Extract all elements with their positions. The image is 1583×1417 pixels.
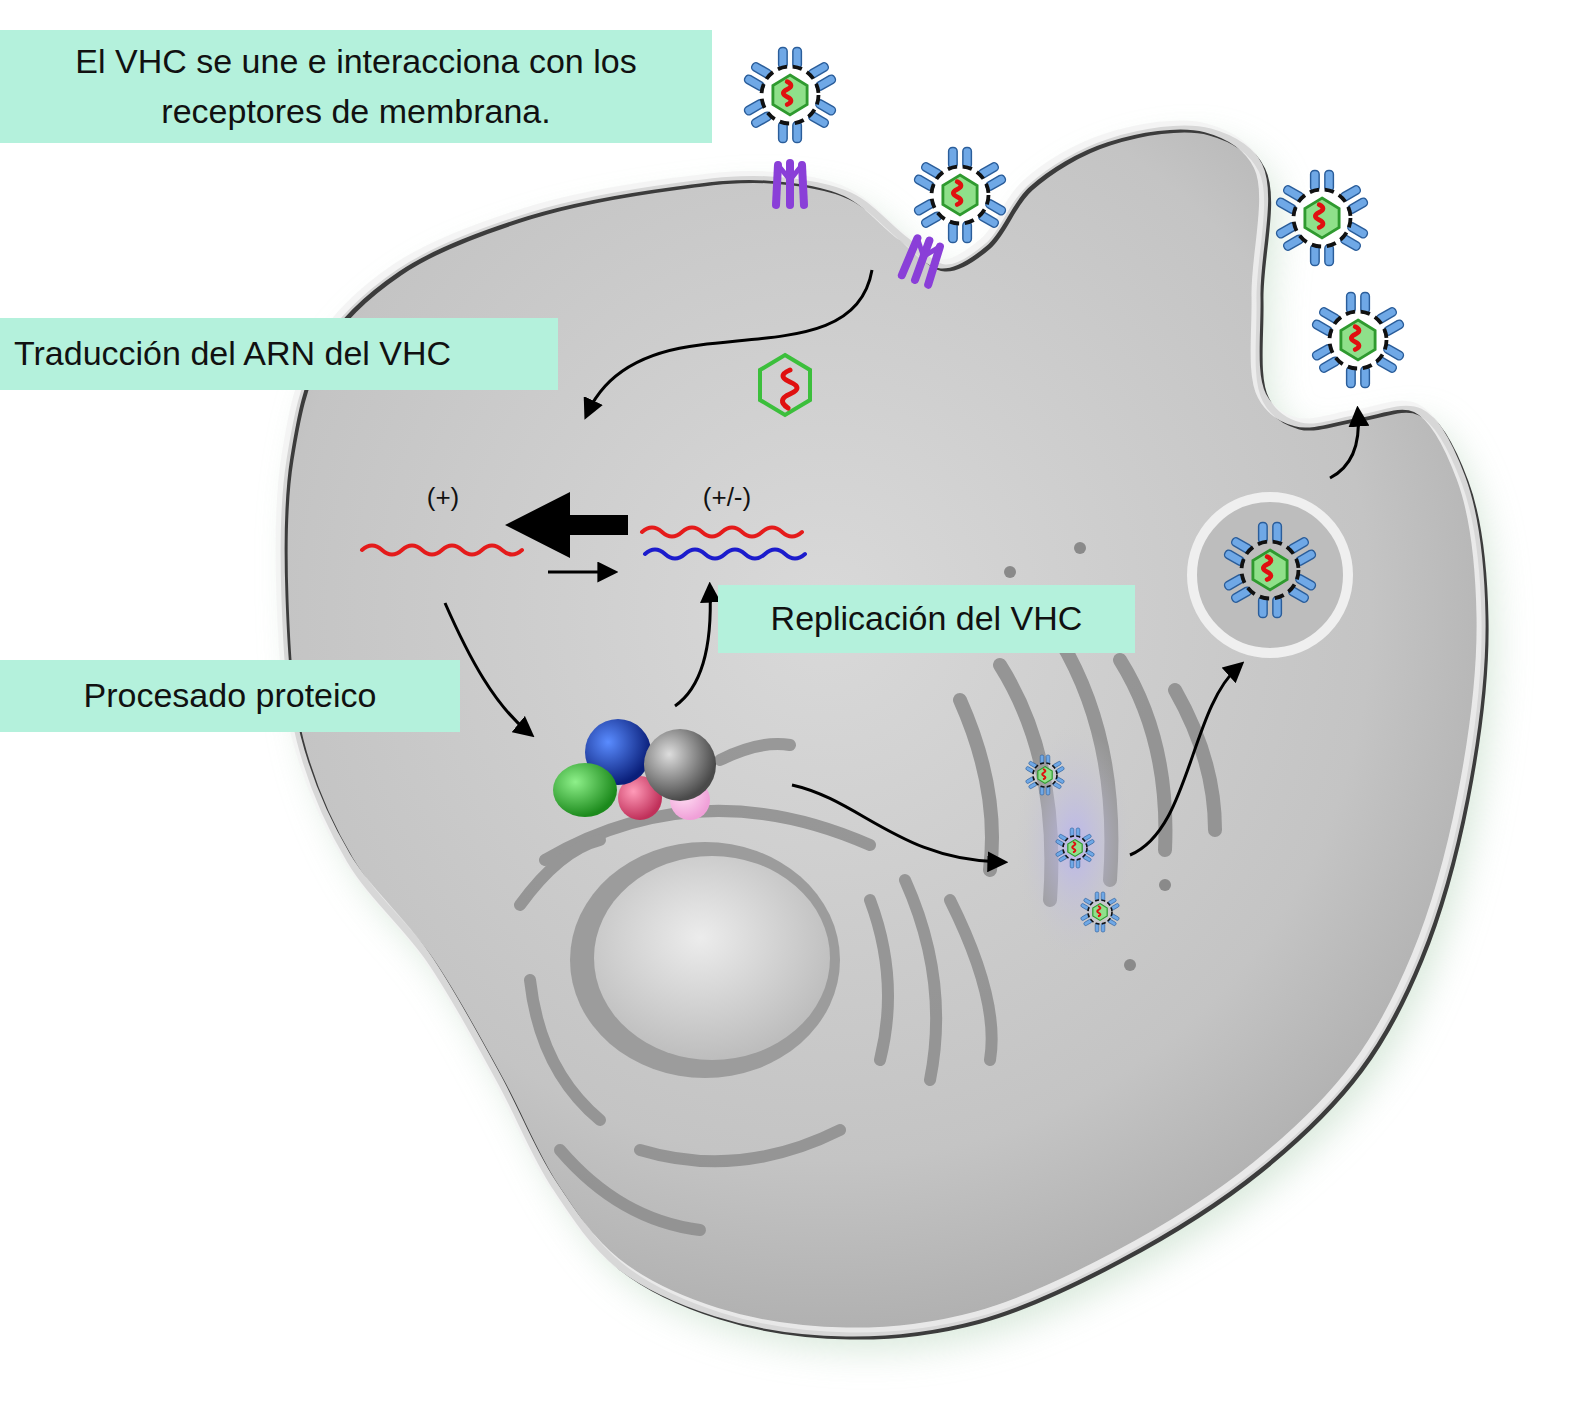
vesicle-dot — [1159, 879, 1171, 891]
hcv-virion — [913, 148, 1007, 243]
plus-strand — [642, 528, 802, 537]
membrane-receptor — [776, 163, 804, 205]
er-cisterna — [870, 900, 888, 1060]
flow-arrow — [675, 590, 710, 706]
viral-rna — [782, 370, 797, 408]
er-cisterna — [560, 1150, 700, 1230]
big-arrow — [505, 492, 628, 558]
nucleus-body — [594, 856, 830, 1060]
er-cisterna — [720, 744, 790, 760]
golgi-cisterna — [960, 700, 992, 870]
endoplasmic-reticulum — [520, 744, 992, 1230]
flow-arrow — [1130, 667, 1238, 855]
callout-text: Traducción del ARN del VHC — [14, 329, 451, 378]
replication-arrows — [505, 492, 628, 572]
virions — [743, 47, 1405, 932]
er-cisterna — [640, 1130, 840, 1161]
hcv-virion — [1025, 755, 1064, 795]
callout-text: El VHC se une e interacciona con los rec… — [18, 37, 694, 136]
cell-membrane — [280, 125, 1481, 1332]
cell-body — [284, 129, 1485, 1336]
secretory-vesicle — [1192, 497, 1348, 653]
nucleus — [570, 842, 840, 1078]
membrane-receptor — [902, 236, 943, 285]
callout-box: Traducción del ARN del VHC — [0, 318, 558, 390]
uncoated-capsid — [760, 355, 810, 415]
golgi-glow — [1015, 725, 1135, 965]
hcv-virion — [743, 47, 837, 142]
callout-text: Replicación del VHC — [771, 594, 1083, 643]
vesicle — [1192, 497, 1348, 653]
callout-box: El VHC se une e interacciona con los rec… — [0, 30, 712, 143]
hcv-virion — [1055, 828, 1094, 868]
strand-label: (+) — [427, 482, 460, 513]
protein — [553, 763, 617, 817]
small-arrow — [548, 571, 610, 574]
callout-box: Procesado proteico — [0, 660, 460, 732]
hcv-virion — [1080, 892, 1119, 932]
flow-arrow — [588, 270, 872, 412]
flow-arrow — [1330, 414, 1358, 478]
hcv-virion — [1275, 171, 1369, 266]
minus-strand — [645, 550, 805, 559]
protein-complex — [553, 719, 716, 820]
hcv-virion — [1311, 293, 1405, 388]
hcv-virion — [1223, 523, 1317, 618]
vesicle-dot — [1124, 959, 1136, 971]
callout-box: Replicación del VHC — [718, 585, 1135, 653]
flow-arrows — [445, 270, 1358, 862]
er-cisterna — [905, 880, 936, 1080]
capsid — [760, 355, 810, 415]
vesicle-dot — [1074, 542, 1086, 554]
er-cisterna — [520, 840, 600, 905]
er-cisterna — [950, 900, 992, 1060]
protein — [644, 729, 716, 801]
nuclear-envelope — [570, 842, 840, 1078]
vesicle-dot — [1004, 566, 1016, 578]
flow-arrow — [792, 785, 1000, 862]
plus-strand — [362, 546, 522, 555]
strand-label: (+/-) — [703, 482, 751, 513]
callout-text: Procesado proteico — [84, 671, 377, 720]
